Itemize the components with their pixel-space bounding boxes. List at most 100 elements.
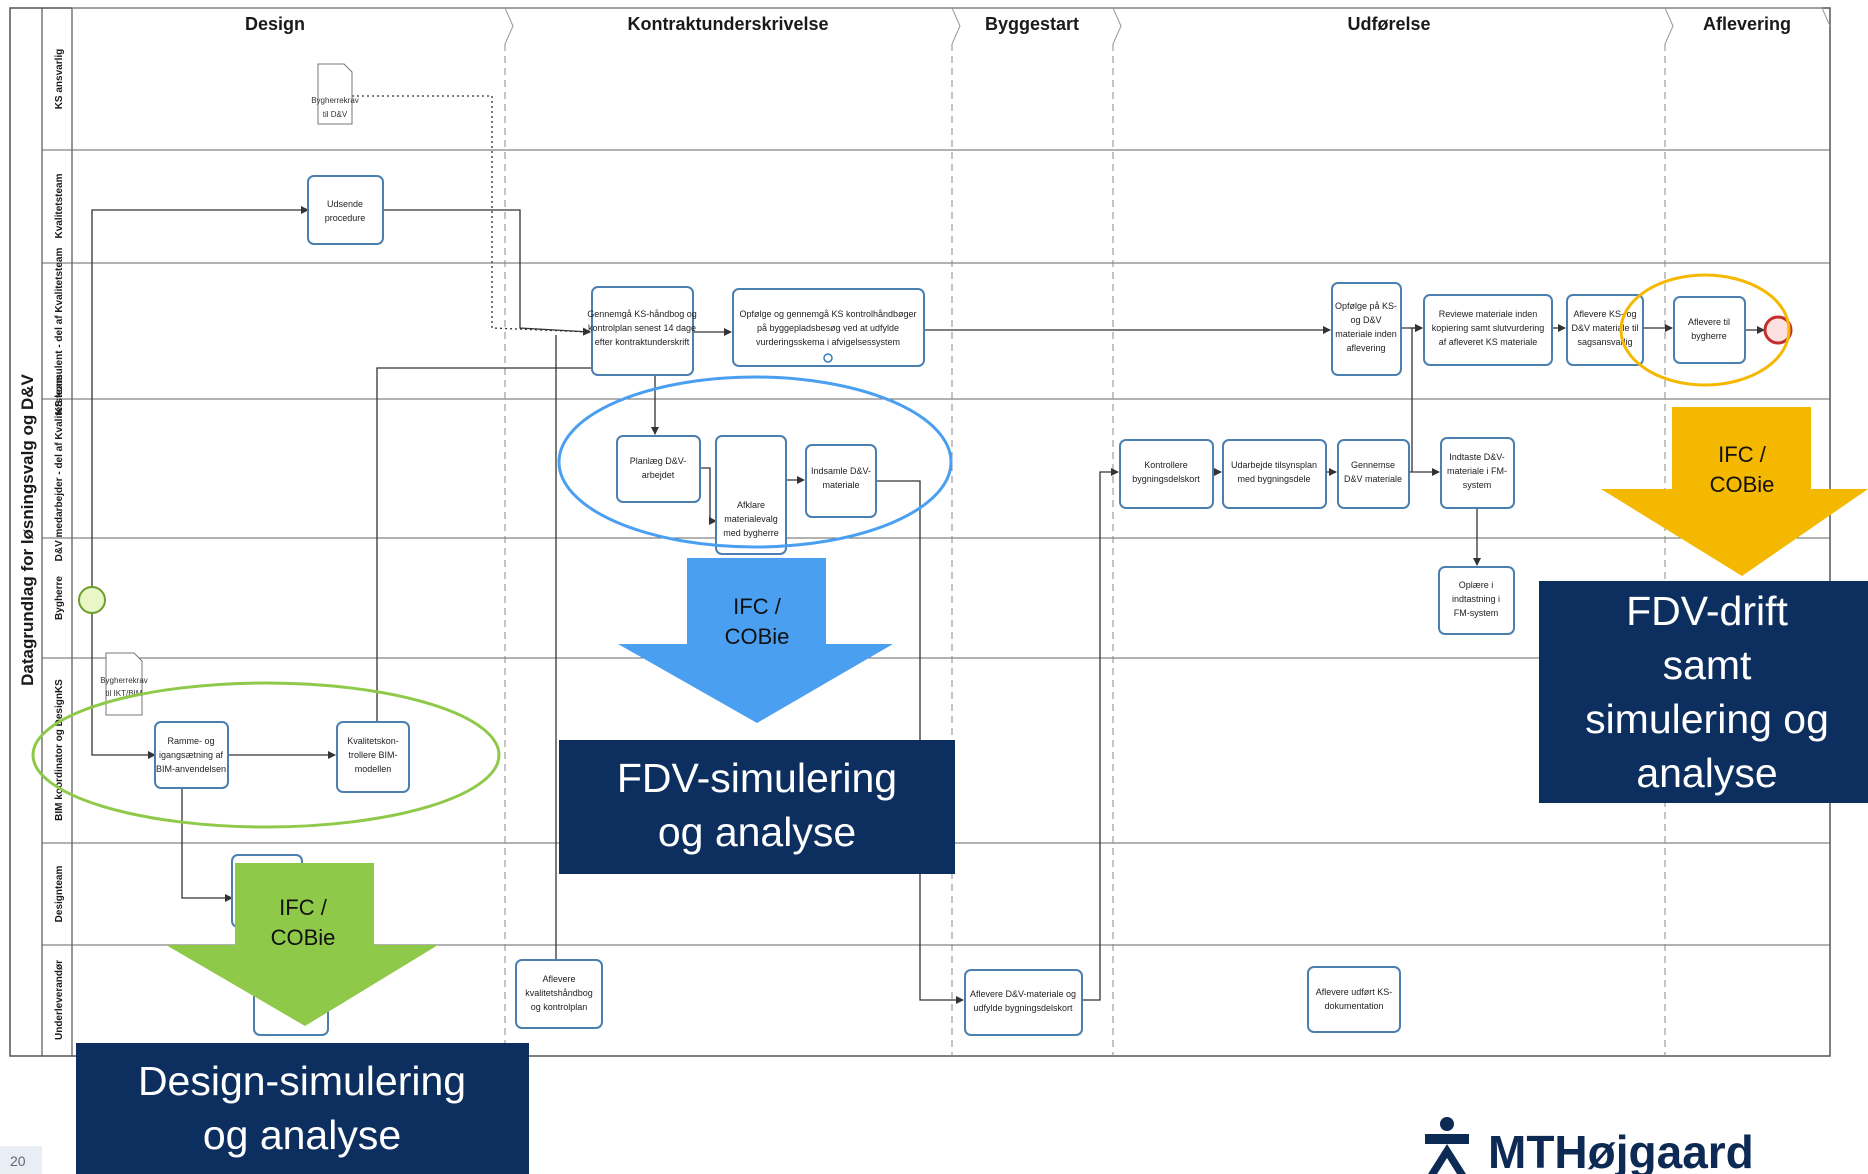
start-event: [78, 586, 106, 614]
connector-kvalitet-up: [376, 367, 592, 722]
task-reviewe[interactable]: Reviewe materiale inden kopiering samt s…: [1423, 294, 1553, 366]
connector-udsende-gennemgaa: [383, 209, 591, 336]
svg-text:sagsansvarlig: sagsansvarlig: [1577, 337, 1632, 347]
callout-fdv-simulering: FDV-simulering og analyse: [559, 740, 955, 874]
svg-text:Gennemgå KS-håndbog og: Gennemgå KS-håndbog og: [587, 309, 697, 319]
task-indtaste[interactable]: Indtaste D&V- materiale i FM- system: [1440, 437, 1515, 509]
svg-text:COBie: COBie: [725, 624, 790, 649]
svg-text:samt: samt: [1663, 642, 1752, 688]
svg-text:COBie: COBie: [271, 925, 336, 950]
svg-text:Oplære i: Oplære i: [1459, 580, 1494, 590]
svg-text:modellen: modellen: [355, 764, 392, 774]
highlight-ellipse-orange: [1619, 273, 1791, 387]
svg-text:D&V materiale: D&V materiale: [1344, 474, 1402, 484]
phase-byggestart: Byggestart: [985, 14, 1079, 34]
task-afklare[interactable]: Afklare materialevalg med bygherre: [715, 435, 787, 555]
svg-text:og analyse: og analyse: [658, 809, 856, 855]
svg-text:Kontrollere: Kontrollere: [1144, 460, 1188, 470]
svg-text:FM-system: FM-system: [1454, 608, 1499, 618]
task-aflevere-dv[interactable]: Aflevere D&V-materiale og udfylde bygnin…: [964, 969, 1083, 1036]
svg-text:med bygherre: med bygherre: [723, 528, 779, 538]
task-aflevere-udfoert[interactable]: Aflevere udført KS- dokumentation: [1307, 966, 1401, 1033]
task-aflevere-ks[interactable]: Aflevere KS- og D&V materiale til sagsan…: [1566, 294, 1644, 366]
lane-label-dv-medarbejder: D&V medarbejder - del af Kvalitetsteam: [54, 375, 65, 562]
page-number-badge: 20: [0, 1146, 42, 1174]
svg-text:Aflevere KS- og: Aflevere KS- og: [1573, 309, 1636, 319]
task-opfoelge-ks[interactable]: Opfølge på KS- og D&V materiale inden af…: [1331, 282, 1402, 376]
company-logo: MTHøjgaard: [1425, 1117, 1754, 1174]
task-oplaere[interactable]: Oplære i indtastning i FM-system: [1438, 566, 1515, 635]
lane-label-bygherre: Bygherre: [54, 576, 65, 620]
task-planlaeg[interactable]: Planlæg D&V- arbejdet: [616, 435, 701, 503]
svg-text:bygningsdelskort: bygningsdelskort: [1132, 474, 1200, 484]
task-indsamle[interactable]: Indsamle D&V- materiale: [805, 444, 877, 518]
task-gennemgaa[interactable]: Gennemgå KS-håndbog og kontrolplan senes…: [587, 286, 697, 376]
svg-text:D&V materiale til: D&V materiale til: [1571, 323, 1638, 333]
svg-text:Aflevere: Aflevere: [542, 974, 575, 984]
phase-header-chevrons: [72, 7, 1831, 45]
ifc-arrow-blue: IFC / COBie: [618, 558, 893, 723]
svg-text:Bygherrekrav: Bygherrekrav: [311, 96, 359, 105]
svg-text:og D&V: og D&V: [1350, 315, 1381, 325]
tasks: Udsende procedure Gennemgå KS-håndbog og…: [154, 175, 1746, 1036]
task-kontrollere[interactable]: Kontrollere bygningsdelskort: [1119, 439, 1214, 509]
phase-aflevering: Aflevering: [1703, 14, 1791, 34]
task-aflevere-kvalitet[interactable]: Aflevere kvalitetshåndbog og kontrolplan: [515, 959, 603, 1029]
svg-text:Kvalitetskon-: Kvalitetskon-: [347, 736, 399, 746]
svg-text:procedure: procedure: [325, 213, 366, 223]
task-aflevere-bygherre[interactable]: Aflevere til bygherre: [1673, 296, 1746, 364]
svg-text:Indsamle D&V-: Indsamle D&V-: [811, 466, 871, 476]
document-bygherrekrav-dv: Bygherrekrav til D&V: [311, 63, 359, 125]
svg-text:arbejdet: arbejdet: [642, 470, 675, 480]
task-opfoelge[interactable]: Opfølge og gennemgå KS kontrolhåndbøger …: [732, 288, 925, 367]
svg-text:IFC /: IFC /: [279, 895, 328, 920]
connector-to-udsende: [91, 206, 309, 600]
task-udsende[interactable]: Udsende procedure: [307, 175, 384, 245]
svg-text:IFC /: IFC /: [1718, 442, 1767, 467]
phase-design: Design: [245, 14, 305, 34]
connector-aflevereDV-kontrollere: [1082, 468, 1119, 1001]
svg-text:aflevering: aflevering: [1346, 343, 1385, 353]
lane-labels: KS ansvarlig Kvalitetsteam KS konsulent …: [54, 49, 65, 1040]
callout-design-simulering: Design-simulering og analyse: [76, 1043, 529, 1174]
svg-text:efter kontraktunderskrift: efter kontraktunderskrift: [595, 337, 690, 347]
svg-text:Reviewe materiale inden: Reviewe materiale inden: [1439, 309, 1538, 319]
svg-text:udfylde bygningsdelskort: udfylde bygningsdelskort: [973, 1003, 1073, 1013]
lane-label-ks-konsulent: KS konsulent - del af Kvalitetsteam: [54, 248, 65, 415]
task-udarbejde[interactable]: Udarbejde tilsynsplan med bygningsdele: [1222, 439, 1327, 509]
svg-text:Aflevere D&V-materiale og: Aflevere D&V-materiale og: [970, 989, 1076, 999]
svg-text:materiale: materiale: [822, 480, 859, 490]
svg-text:dokumentation: dokumentation: [1324, 1001, 1383, 1011]
svg-text:Indtaste D&V-: Indtaste D&V-: [1449, 452, 1505, 462]
svg-text:BIM-anvendelsen: BIM-anvendelsen: [156, 764, 226, 774]
connector-start: [91, 600, 156, 759]
svg-text:Planlæg D&V-: Planlæg D&V-: [630, 456, 687, 466]
connector-ramme-design: [181, 788, 233, 902]
connector-planlaeg-afklare: [700, 467, 717, 525]
lane-label-bim-koordinator: BIM koordinator og DesignKS: [54, 679, 65, 821]
phase-kontraktunderskrivelse: Kontraktunderskrivelse: [627, 14, 828, 34]
document-bygherrekrav-bim: Bygherrekrav til IKT/BIM: [100, 652, 148, 716]
svg-text:analyse: analyse: [1636, 750, 1777, 796]
pool-title: Datagrundlag for løsningsvalg og D&V: [18, 373, 37, 685]
svg-text:COBie: COBie: [1710, 472, 1775, 497]
svg-text:Udsende: Udsende: [327, 199, 363, 209]
end-event: [1763, 315, 1793, 345]
logo-icon: [1425, 1117, 1469, 1174]
lane-label-ks-ansvarlig: KS ansvarlig: [54, 49, 65, 110]
svg-text:til D&V: til D&V: [323, 110, 348, 119]
svg-text:system: system: [1463, 480, 1492, 490]
task-gennemse[interactable]: Gennemse D&V materiale: [1337, 439, 1410, 509]
svg-text:materiale i FM-: materiale i FM-: [1447, 466, 1507, 476]
svg-text:indtastning i: indtastning i: [1452, 594, 1500, 604]
svg-text:Opfølge og gennemgå KS kontrol: Opfølge og gennemgå KS kontrolhåndbøger: [739, 309, 916, 319]
svg-text:af afleveret KS materiale: af afleveret KS materiale: [1439, 337, 1538, 347]
task-kvalitetskon[interactable]: Kvalitetskon- trollere BIM- modellen: [336, 721, 410, 793]
svg-text:igangsætning af: igangsætning af: [159, 750, 224, 760]
phase-udfoerelse: Udførelse: [1347, 14, 1430, 34]
task-ramme[interactable]: Ramme- og igangsætning af BIM-anvendelse…: [154, 721, 229, 789]
svg-text:Bygherrekrav: Bygherrekrav: [100, 676, 148, 685]
svg-text:på byggepladsbesøg ved at udfy: på byggepladsbesøg ved at udfylde: [757, 323, 899, 333]
svg-text:med bygningsdele: med bygningsdele: [1237, 474, 1310, 484]
svg-text:Design-simulering: Design-simulering: [138, 1058, 466, 1104]
